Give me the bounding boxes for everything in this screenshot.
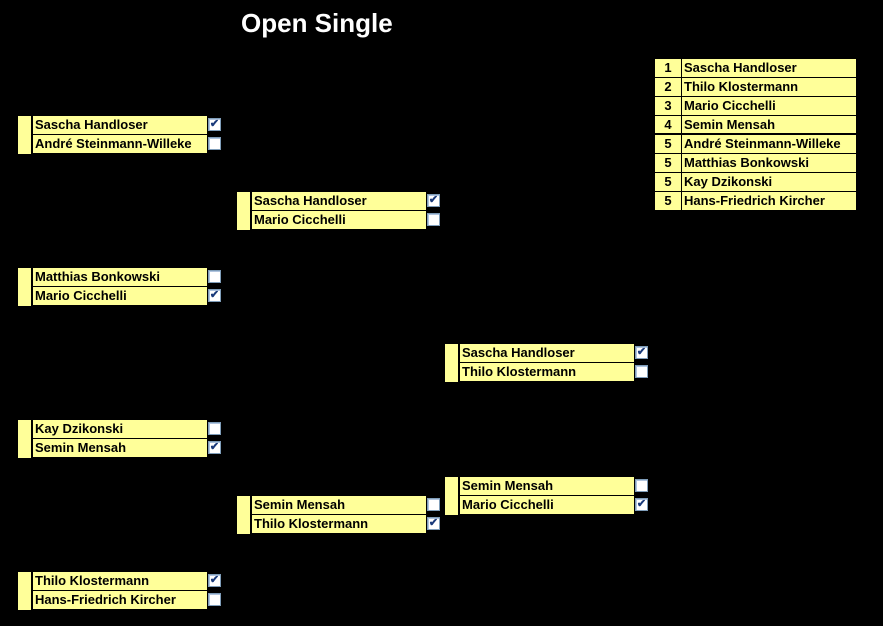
- row-stub: [445, 477, 459, 496]
- rank-player-name: Matthias Bonkowski: [682, 154, 856, 173]
- rank-player-name: Mario Cicchelli: [682, 97, 856, 116]
- player-name: Sascha Handloser: [252, 192, 426, 211]
- winner-checkbox[interactable]: [208, 270, 221, 283]
- rank-position: 5: [655, 154, 682, 173]
- row-stub: [237, 496, 251, 515]
- player-name: Thilo Klostermann: [33, 572, 207, 591]
- player-name: Semin Mensah: [460, 477, 634, 496]
- rank-position: 1: [655, 59, 682, 78]
- winner-checkbox[interactable]: [208, 422, 221, 435]
- player-name: Mario Cicchelli: [252, 211, 426, 230]
- rank-position: 5: [655, 192, 682, 211]
- winner-checkbox[interactable]: [427, 498, 440, 511]
- player-name: André Steinmann-Willeke: [33, 135, 207, 154]
- rank-position: 5: [655, 135, 682, 154]
- winner-checkbox[interactable]: [635, 479, 648, 492]
- winner-checkbox[interactable]: ✔: [208, 574, 221, 587]
- row-stub: [445, 344, 459, 363]
- row-stub: [445, 363, 459, 382]
- rank-player-name: Semin Mensah: [682, 116, 856, 135]
- rank-position: 3: [655, 97, 682, 116]
- row-stub: [237, 515, 251, 534]
- row-stub: [237, 211, 251, 230]
- player-name: Hans-Friedrich Kircher: [33, 591, 207, 610]
- row-stub: [18, 135, 32, 154]
- winner-checkbox[interactable]: [635, 365, 648, 378]
- winner-checkbox[interactable]: [208, 137, 221, 150]
- winner-checkbox[interactable]: ✔: [635, 498, 648, 511]
- player-name: Sascha Handloser: [460, 344, 634, 363]
- player-name: Semin Mensah: [252, 496, 426, 515]
- row-stub: [18, 287, 32, 306]
- winner-checkbox[interactable]: ✔: [208, 441, 221, 454]
- winner-checkbox[interactable]: ✔: [427, 517, 440, 530]
- row-stub: [18, 572, 32, 591]
- row-stub: [18, 420, 32, 439]
- winner-checkbox[interactable]: ✔: [427, 194, 440, 207]
- row-stub: [237, 192, 251, 211]
- rank-player-name: Hans-Friedrich Kircher: [682, 192, 856, 211]
- row-stub: [18, 439, 32, 458]
- winner-checkbox[interactable]: ✔: [208, 118, 221, 131]
- row-stub: [18, 591, 32, 610]
- player-name: Kay Dzikonski: [33, 420, 207, 439]
- player-name: Sascha Handloser: [33, 116, 207, 135]
- winner-checkbox[interactable]: ✔: [635, 346, 648, 359]
- rank-player-name: Sascha Handloser: [682, 59, 856, 78]
- page-title: Open Single: [241, 8, 393, 38]
- rank-position: 4: [655, 116, 682, 135]
- player-name: Thilo Klostermann: [252, 515, 426, 534]
- player-name: Mario Cicchelli: [33, 287, 207, 306]
- winner-checkbox[interactable]: ✔: [208, 289, 221, 302]
- rank-position: 2: [655, 78, 682, 97]
- player-name: Matthias Bonkowski: [33, 268, 207, 287]
- rank-player-name: Thilo Klostermann: [682, 78, 856, 97]
- winner-checkbox[interactable]: [427, 213, 440, 226]
- player-name: Mario Cicchelli: [460, 496, 634, 515]
- rank-player-name: André Steinmann-Willeke: [682, 135, 856, 154]
- rank-player-name: Kay Dzikonski: [682, 173, 856, 192]
- winner-checkbox[interactable]: [208, 593, 221, 606]
- player-name: Semin Mensah: [33, 439, 207, 458]
- rank-position: 5: [655, 173, 682, 192]
- player-name: Thilo Klostermann: [460, 363, 634, 382]
- row-stub: [18, 268, 32, 287]
- row-stub: [18, 116, 32, 135]
- row-stub: [445, 496, 459, 515]
